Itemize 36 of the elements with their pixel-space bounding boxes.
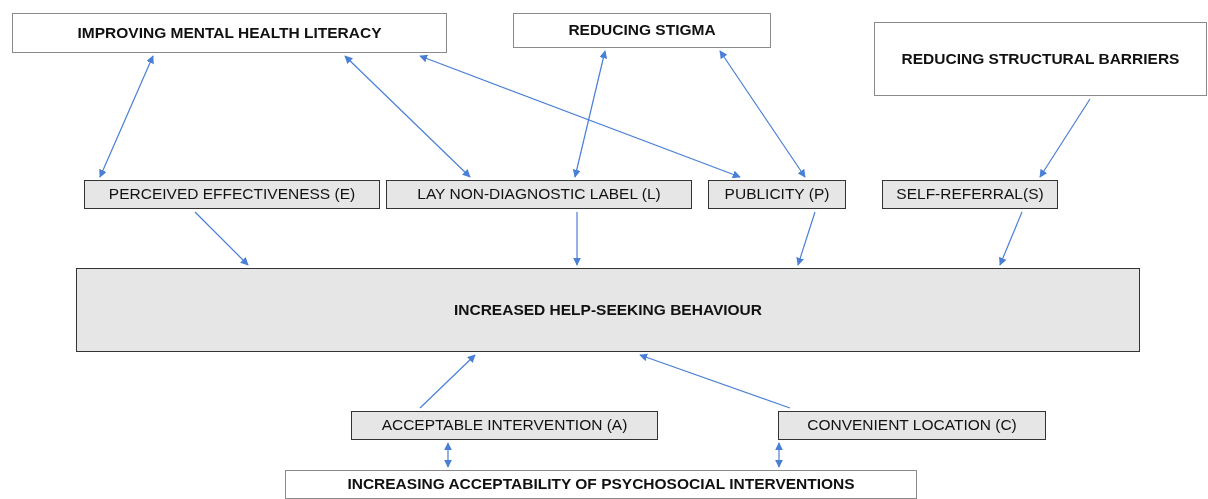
factor-box bbox=[778, 411, 1046, 440]
box-label: INCREASED HELP-SEEKING BEHAVIOUR bbox=[454, 299, 762, 320]
goal-box bbox=[513, 13, 771, 48]
arrow bbox=[1039, 98, 1091, 178]
goal-box bbox=[285, 470, 917, 499]
box-label: ACCEPTABLE INTERVENTION (A) bbox=[381, 415, 628, 436]
factor-box bbox=[882, 180, 1058, 209]
arrow bbox=[999, 211, 1023, 266]
arrow bbox=[419, 354, 476, 409]
arrow bbox=[194, 211, 249, 266]
factor-box bbox=[386, 180, 692, 209]
box-label: PERCEIVED EFFECTIVENESS (E) bbox=[108, 184, 356, 205]
factor-box bbox=[84, 180, 380, 209]
factor-box bbox=[351, 411, 658, 440]
outcome-box bbox=[76, 268, 1140, 352]
arrow bbox=[573, 211, 581, 266]
box-label: INCREASING ACCEPTABILITY OF PSYCHOSOCIAL INTERVENTIONS bbox=[347, 474, 855, 495]
arrow bbox=[639, 353, 791, 409]
goal-box bbox=[874, 22, 1207, 96]
arrow bbox=[344, 55, 471, 178]
arrow bbox=[419, 54, 741, 179]
arrow bbox=[99, 55, 154, 178]
box-label: REDUCING STIGMA bbox=[568, 20, 716, 41]
box-label: LAY NON-DIAGNOSTIC LABEL (L) bbox=[417, 184, 661, 205]
box-label: SELF-REFERRAL(S) bbox=[896, 184, 1044, 205]
arrow bbox=[775, 442, 783, 468]
goal-box bbox=[12, 13, 447, 53]
box-label: CONVENIENT LOCATION (C) bbox=[807, 415, 1017, 436]
arrow bbox=[796, 211, 816, 266]
arrow bbox=[572, 50, 608, 178]
factor-box bbox=[708, 180, 846, 209]
box-label: IMPROVING MENTAL HEALTH LITERACY bbox=[77, 22, 382, 43]
arrow bbox=[719, 50, 806, 178]
arrow bbox=[444, 442, 452, 468]
box-label: REDUCING STRUCTURAL BARRIERS bbox=[901, 48, 1180, 69]
box-label: PUBLICITY (P) bbox=[724, 184, 830, 205]
